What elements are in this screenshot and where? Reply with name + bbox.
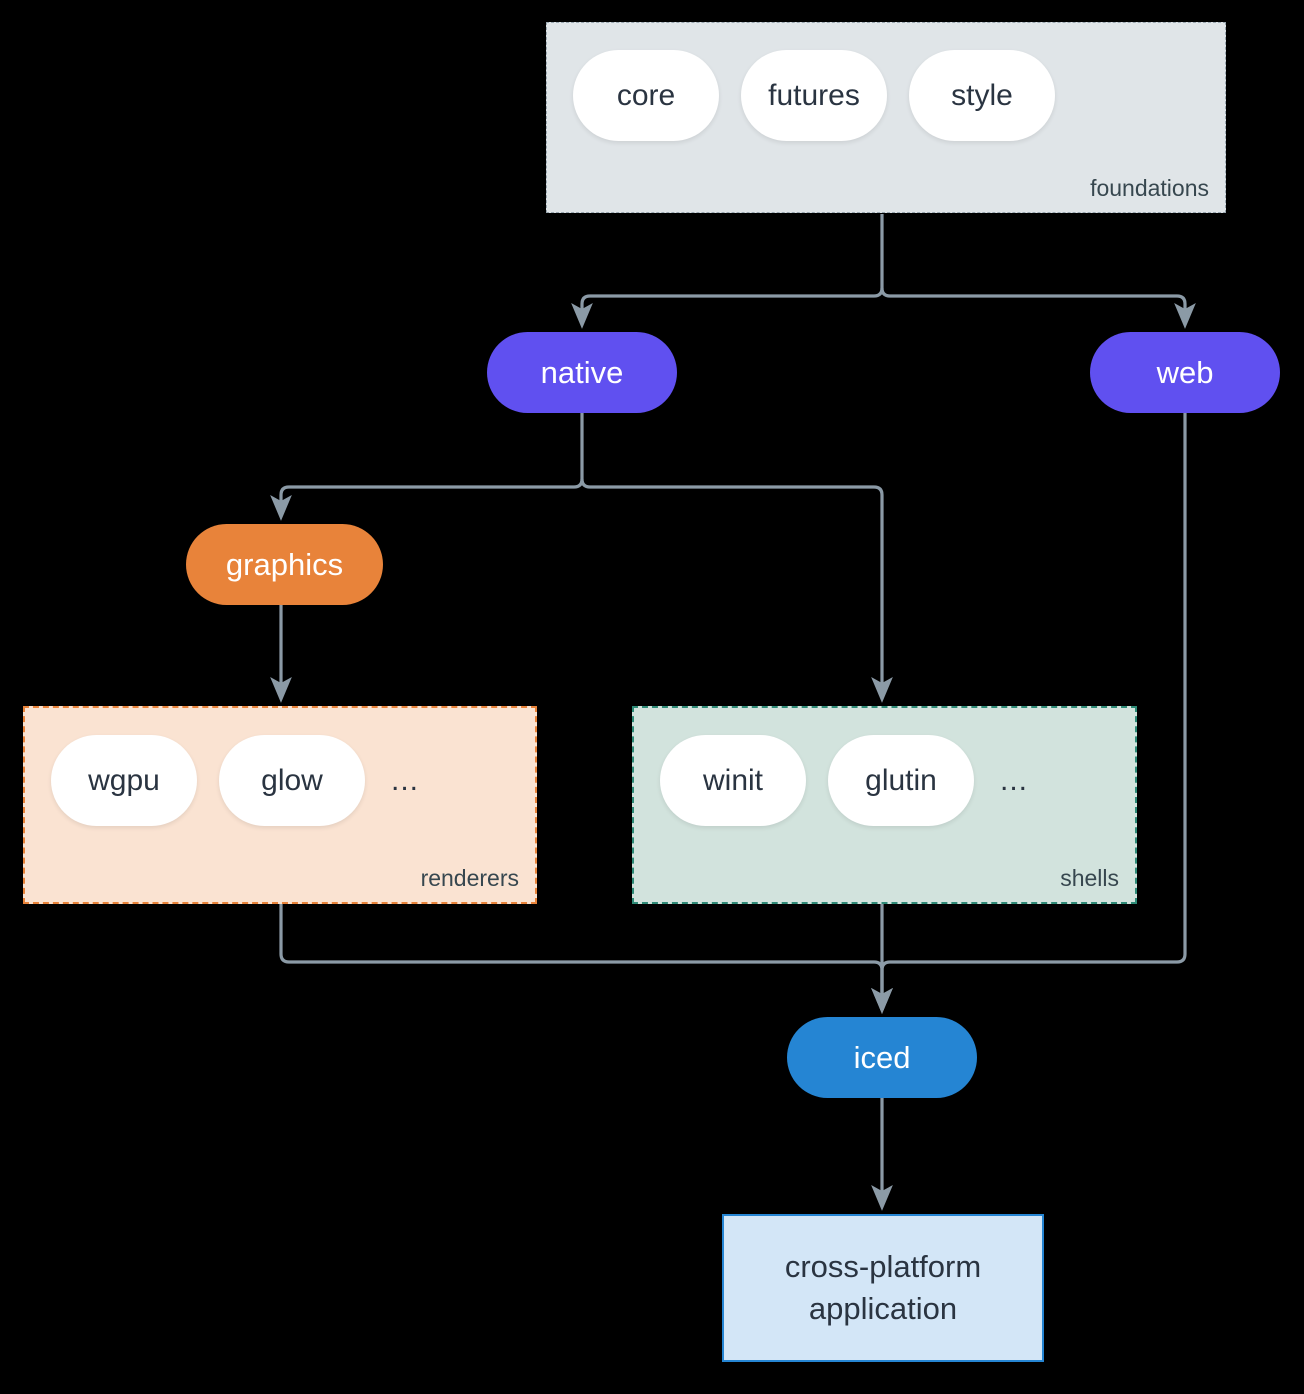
cluster-renderers-label: renderers [420, 865, 519, 891]
edge-foundations-split [571, 214, 884, 329]
pill-core[interactable]: core [573, 50, 719, 141]
node-native[interactable]: native [487, 332, 677, 413]
cluster-foundations-items: core futures style [573, 50, 1055, 141]
cluster-renderers-items: wgpu glow ... [51, 735, 423, 826]
pill-futures[interactable]: futures [741, 50, 887, 141]
app-label-line2: application [808, 1291, 958, 1326]
edge-native-to-shells [580, 478, 893, 703]
pill-winit[interactable]: winit [660, 735, 806, 826]
cluster-shells-label: shells [1060, 865, 1119, 891]
cluster-renderers[interactable]: wgpu glow ... renderers [23, 706, 537, 904]
node-graphics[interactable]: graphics [186, 524, 383, 605]
cluster-shells-items: winit glutin ... [660, 735, 1032, 826]
edge-native-to-graphics [270, 413, 584, 521]
shells-ellipsis: ... [1000, 763, 1029, 797]
node-iced[interactable]: iced [787, 1017, 977, 1098]
node-web[interactable]: web [1090, 332, 1280, 413]
pill-glow[interactable]: glow [219, 735, 365, 826]
cluster-foundations-label: foundations [1090, 175, 1209, 201]
app-label-line1: cross-platform [784, 1249, 982, 1285]
renderers-ellipsis: ... [391, 763, 420, 797]
pill-style[interactable]: style [909, 50, 1055, 141]
pill-glutin[interactable]: glutin [828, 735, 974, 826]
cluster-shells[interactable]: winit glutin ... shells [632, 706, 1137, 904]
node-cross-platform-application[interactable]: cross-platform application [722, 1214, 1044, 1362]
edge-foundations-to-web [880, 287, 1196, 329]
pill-wgpu[interactable]: wgpu [51, 735, 197, 826]
edge-renderers-to-iced [279, 904, 893, 1014]
cluster-foundations[interactable]: core futures style foundations [546, 22, 1226, 213]
